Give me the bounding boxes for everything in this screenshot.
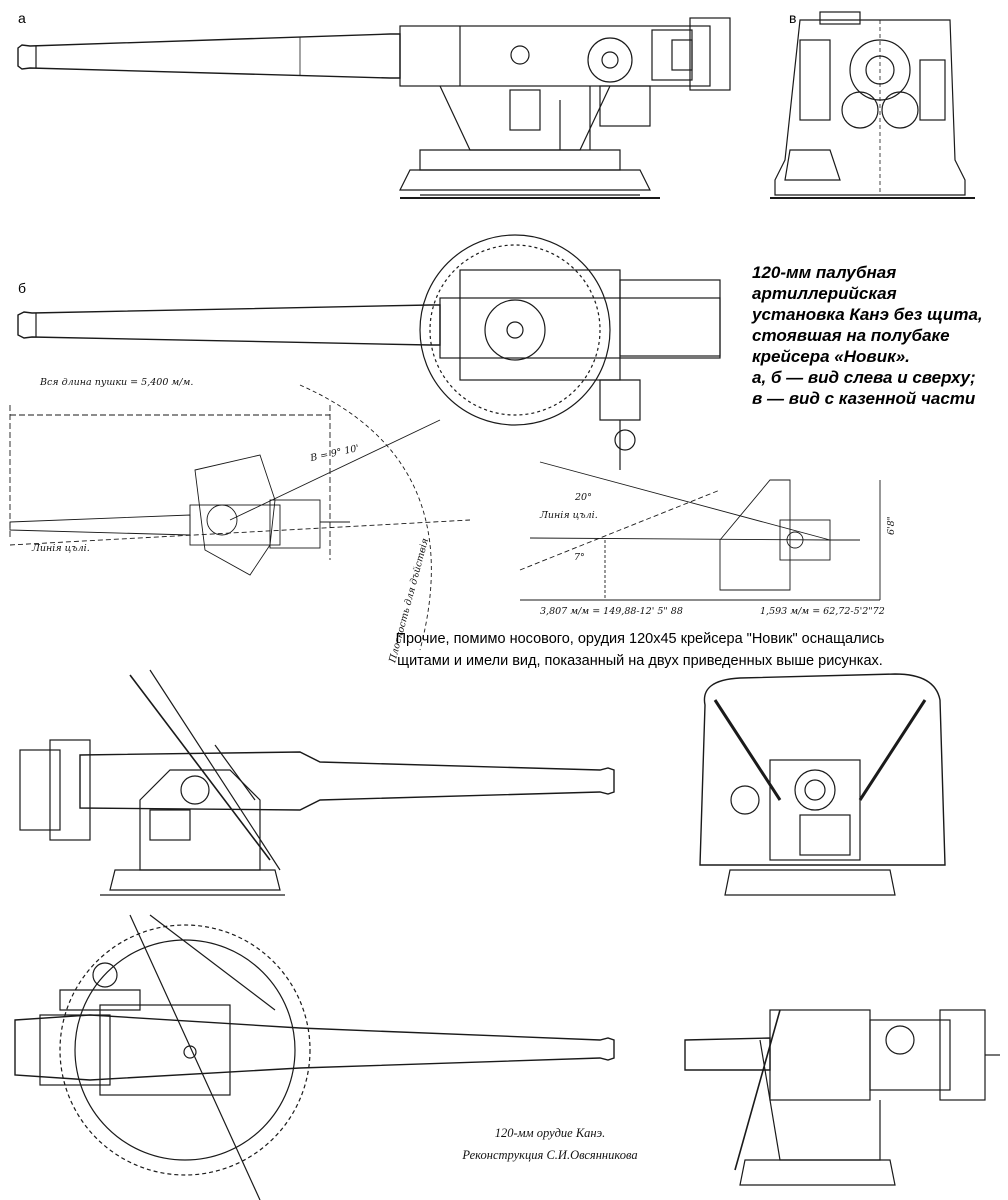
- shielded-top-view: [14, 914, 615, 1200]
- main-caption: 120-мм палубная артиллерийская установка…: [752, 262, 1002, 409]
- note-line: щитами и имели вид, показанный на двух п…: [397, 653, 883, 669]
- caption-line: 120-мм палубная: [752, 263, 897, 282]
- line-of-fire-left: Линія цълі.: [32, 543, 90, 554]
- line-of-fire-right: Линія цълі.: [540, 510, 598, 521]
- caption-line: а, б — вид слева и сверху;: [752, 368, 976, 387]
- credit-line: 120-мм орудие Канэ.: [494, 1126, 606, 1140]
- angle-20-label: 20°: [575, 492, 592, 503]
- caption-line: в — вид с казенной части: [752, 389, 976, 408]
- reconstruction-credit: 120-мм орудие Канэ. Реконструкция С.И.Ов…: [440, 1122, 660, 1166]
- note-line: Прочие, помимо носового, орудия 120х45 к…: [395, 631, 885, 647]
- view-b-top: [17, 234, 721, 470]
- schematic-right: [519, 461, 881, 601]
- shield-note: Прочие, помимо носового, орудия 120х45 к…: [360, 628, 920, 672]
- panel-label-v: в: [789, 10, 797, 26]
- caption-line: установка Канэ без щита,: [752, 305, 983, 324]
- height-right-label: 6'8": [886, 515, 898, 536]
- panel-label-a: а: [18, 10, 26, 26]
- caption-line: артиллерийская: [752, 284, 897, 303]
- dim-left-label: 3,807 м/м = 149,88-12' 5" 88: [540, 606, 683, 617]
- dim-right-label: 1,593 м/м = 62,72-5'2"72: [760, 606, 885, 617]
- view-v-rear: [774, 11, 966, 196]
- view-a-side: [17, 17, 731, 196]
- caption-line: крейсера «Новик».: [752, 347, 910, 366]
- shielded-side-view: [19, 669, 615, 896]
- credit-line: Реконструкция С.И.Овсянникова: [462, 1148, 638, 1162]
- caption-line: стоявшая на полубаке: [752, 326, 950, 345]
- schematic-left: [9, 384, 471, 651]
- angle-7-label: 7°: [574, 552, 585, 563]
- total-length-label: Вся длина пушки = 5,400 м/м.: [40, 377, 194, 388]
- panel-label-b: б: [18, 280, 27, 296]
- shielded-front-view: [699, 673, 946, 896]
- shielded-rear-side-view: [684, 1009, 1000, 1186]
